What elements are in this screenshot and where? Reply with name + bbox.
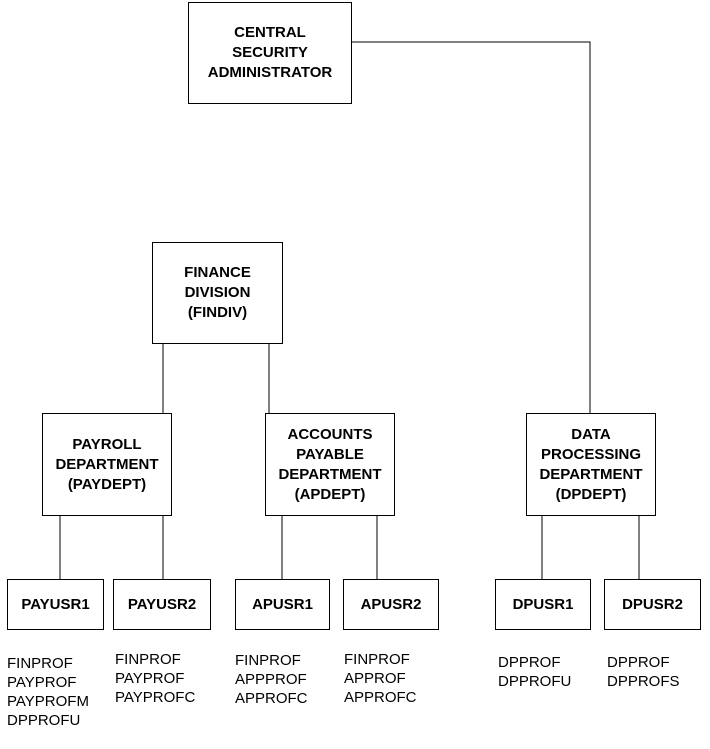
profiles-payusr1: FINPROF PAYPROF PAYPROFM DPPROFU xyxy=(7,655,89,729)
node-data-processing-department: DATA PROCESSING DEPARTMENT (DPDEPT) xyxy=(526,413,656,516)
node-dpusr1: DPUSR1 xyxy=(495,579,591,630)
node-dpusr2: DPUSR2 xyxy=(604,579,701,630)
node-finance-division: FINANCE DIVISION (FINDIV) xyxy=(152,242,283,344)
profiles-apusr2: FINPROF APPROF APPROFC xyxy=(344,651,417,706)
node-apusr2: APUSR2 xyxy=(343,579,439,630)
profiles-payusr2: FINPROF PAYPROF PAYPROFC xyxy=(115,651,196,706)
node-payroll-department: PAYROLL DEPARTMENT (PAYDEPT) xyxy=(42,413,172,516)
profiles-dpusr2: DPPROF DPPROFS xyxy=(607,654,680,690)
profiles-apusr1: FINPROF APPPROF APPROFC xyxy=(235,652,308,707)
node-apusr1: APUSR1 xyxy=(235,579,330,630)
connector-central-dataproc xyxy=(351,41,591,414)
profiles-dpusr1: DPPROF DPPROFU xyxy=(498,654,572,690)
node-accounts-payable-department: ACCOUNTS PAYABLE DEPARTMENT (APDEPT) xyxy=(265,413,395,516)
node-payusr2: PAYUSR2 xyxy=(113,579,211,630)
node-payusr1: PAYUSR1 xyxy=(7,579,104,630)
node-central-security-administrator: CENTRAL SECURITY ADMINISTRATOR xyxy=(188,2,352,104)
